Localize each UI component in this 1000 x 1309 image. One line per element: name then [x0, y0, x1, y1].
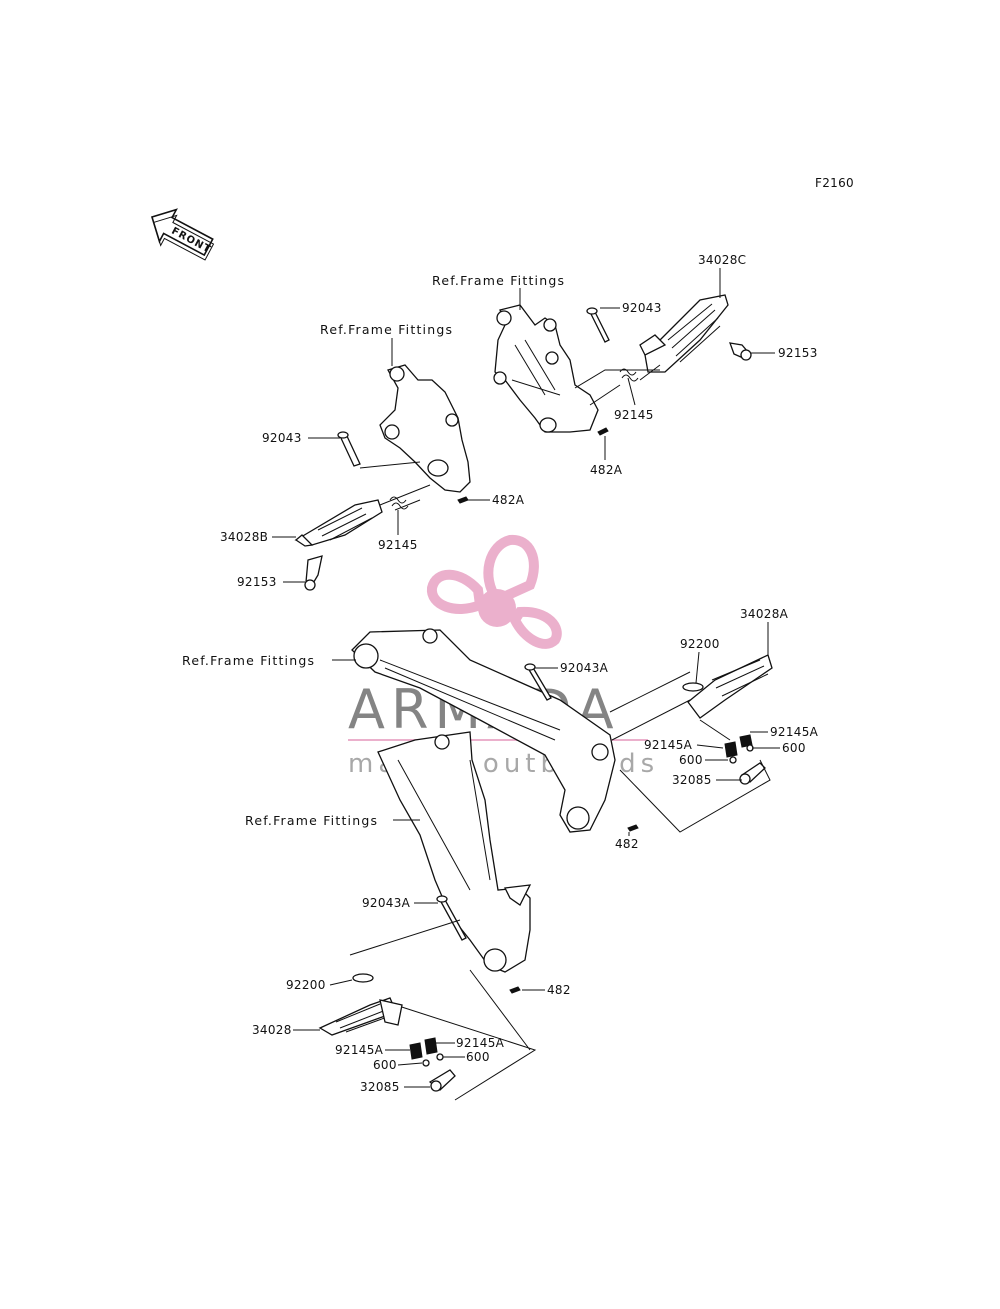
footpeg-34028: [318, 997, 403, 1036]
springs-92145A-lower: [409, 1037, 444, 1067]
pin-92043-upper-left: [337, 431, 361, 467]
label-34028: 34028: [252, 1023, 292, 1037]
label-482A: 482A: [492, 493, 525, 507]
middle-bracket: [351, 628, 616, 833]
clip-482-lower: [509, 986, 521, 994]
washer-92200-lower: [352, 973, 374, 983]
label-92043: 92043: [262, 431, 302, 445]
label-34028B: 34028B: [220, 530, 268, 544]
label-92145A: 92145A: [335, 1043, 384, 1057]
label-34028A: 34028A: [740, 607, 789, 621]
label-482: 482: [615, 837, 639, 851]
bolt-92153-upper-right: [729, 342, 752, 361]
label-92043A: 92043A: [362, 896, 411, 910]
footpeg-34028C: [639, 294, 729, 373]
label-92153: 92153: [778, 346, 818, 360]
upper-right-bracket: [493, 304, 599, 433]
spring-92145-upper-left: [389, 496, 409, 510]
bolt-92153-upper-left: [304, 555, 323, 591]
label-482: 482: [547, 983, 571, 997]
label-92200: 92200: [680, 637, 720, 651]
label-ref-frame-fittings: Ref.Frame Fittings: [432, 273, 565, 288]
label-92145A: 92145A: [770, 725, 819, 739]
label-92145A: 92145A: [456, 1036, 505, 1050]
label-92145A: 92145A: [644, 738, 693, 752]
label-ref-frame-fittings: Ref.Frame Fittings: [182, 653, 315, 668]
footpeg-34028A: [687, 654, 773, 719]
label-600: 600: [782, 741, 806, 755]
pin-32085-right: [739, 762, 766, 785]
label-92043A: 92043A: [560, 661, 609, 675]
clip-482A-upper-right: [597, 427, 609, 436]
label-92153: 92153: [237, 575, 277, 589]
footpeg-34028B: [294, 499, 383, 547]
spring-92145-upper-right: [619, 368, 639, 382]
springs-92145A-right: [724, 734, 754, 764]
callout-labels: Ref.Frame Fittings 34028C 92043 92153 92…: [182, 253, 819, 1094]
label-92043: 92043: [622, 301, 662, 315]
figure-code: F2160: [815, 176, 854, 190]
clip-482-right: [627, 824, 639, 832]
lower-bracket: [377, 731, 532, 973]
label-92200: 92200: [286, 978, 326, 992]
label-482A: 482A: [590, 463, 623, 477]
pin-92043-upper-right: [586, 307, 610, 343]
label-92145: 92145: [378, 538, 418, 552]
label-ref-frame-fittings: Ref.Frame Fittings: [245, 813, 378, 828]
propeller-logo-icon: [427, 534, 562, 649]
label-600: 600: [373, 1058, 397, 1072]
pin-92043A-lower: [436, 895, 467, 941]
label-ref-frame-fittings: Ref.Frame Fittings: [320, 322, 453, 337]
upper-left-bracket: [379, 364, 471, 493]
washer-92200-right: [682, 682, 704, 692]
pin-92043A-right: [524, 663, 552, 701]
front-arrow-icon: FRONT: [150, 208, 215, 261]
label-600: 600: [679, 753, 703, 767]
label-34028C: 34028C: [698, 253, 746, 267]
leader-lines: [272, 268, 780, 1088]
label-92145: 92145: [614, 408, 654, 422]
label-600: 600: [466, 1050, 490, 1064]
label-32085: 32085: [672, 773, 712, 787]
pin-32085-lower: [428, 1069, 456, 1092]
label-32085: 32085: [360, 1080, 400, 1094]
